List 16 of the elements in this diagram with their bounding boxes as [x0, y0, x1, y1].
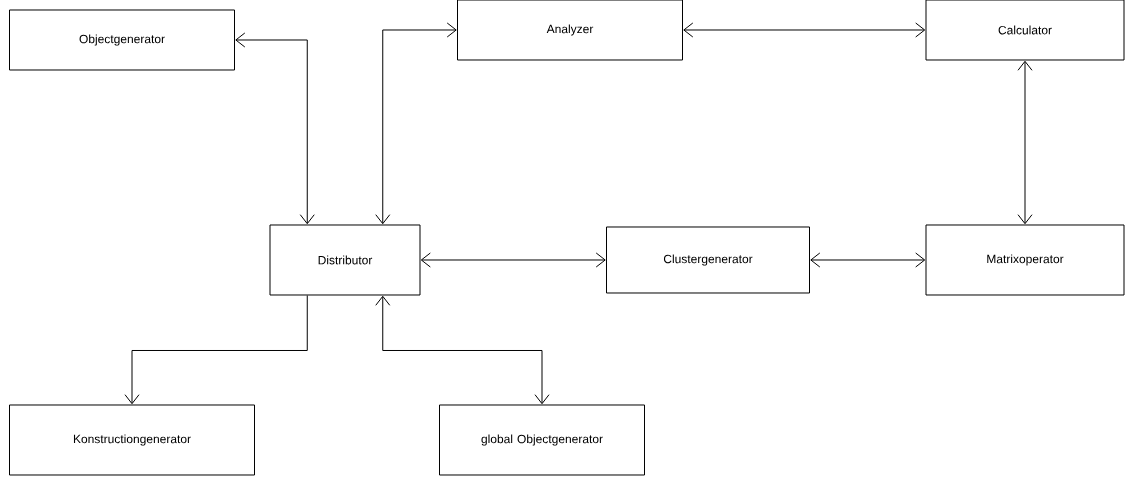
- arrow: [235, 32, 315, 225]
- process-box: Analyzer: [457, 0, 683, 61]
- arrow: [375, 22, 457, 225]
- arrow: [375, 295, 550, 405]
- process-box: Distributor: [269, 224, 421, 296]
- process-box: Matrixoperator: [925, 224, 1125, 296]
- process-box: Konstructiongenerator: [9, 404, 255, 476]
- arrow: [1017, 60, 1033, 225]
- process-box: global Objectgenerator: [439, 404, 645, 476]
- process-box: Objectgenerator: [9, 9, 235, 71]
- arrow: [420, 252, 606, 268]
- arrow: [124, 295, 308, 405]
- process-box: Calculator: [925, 0, 1125, 61]
- process-box: Clustergenerator: [606, 226, 810, 294]
- arrow: [683, 22, 926, 38]
- arrow: [810, 252, 926, 268]
